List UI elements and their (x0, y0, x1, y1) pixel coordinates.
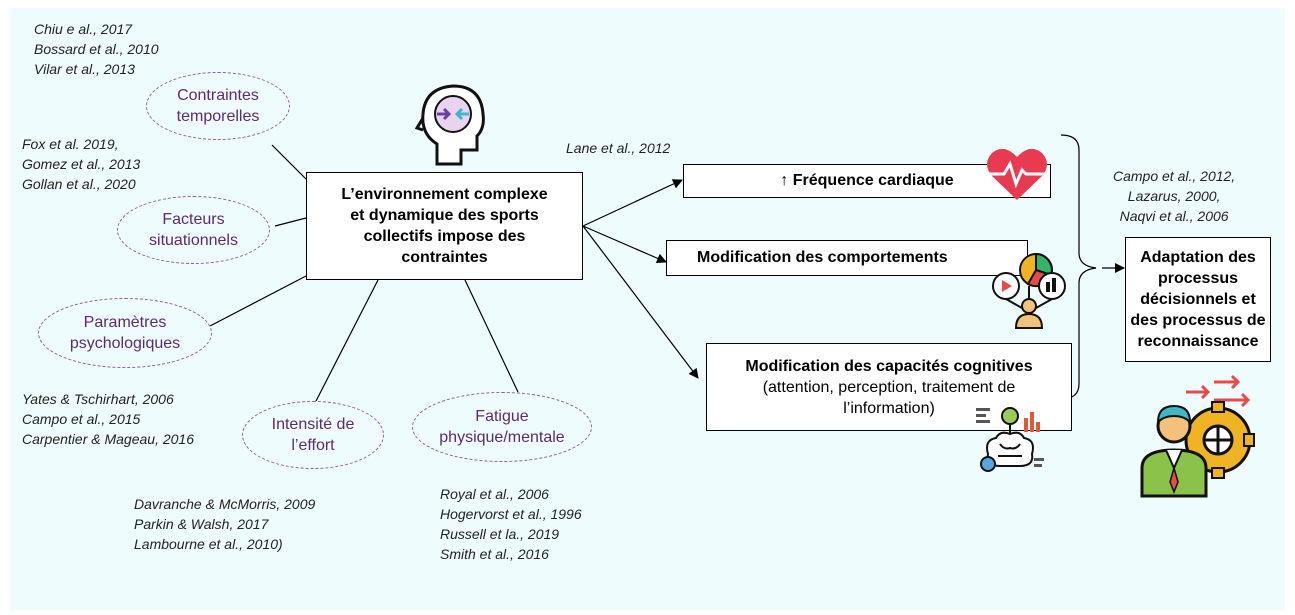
line-temporal (271, 144, 308, 181)
central-box: L’environnement complexe et dynamique de… (306, 172, 583, 280)
person-gear-icon (1140, 374, 1255, 498)
refs-adaptation: Campo et al., 2012, Lazarus, 2000, Naqvi… (1113, 168, 1236, 224)
line-situational (274, 217, 307, 227)
arrow-behavior (582, 225, 667, 264)
effect-cognitive: Modification des capacités cognitives (a… (706, 343, 1072, 431)
line-effort (314, 279, 379, 404)
factor-temporal-constraints: Contraintes temporelles (146, 72, 290, 140)
refs-situational: Fox et al. 2019, Gomez et al., 2013 Goll… (22, 136, 141, 192)
grouping-brace (1060, 134, 1097, 400)
central-text: L’environnement complexe et dynamique de… (341, 186, 548, 266)
refs-psychological: Yates & Tschirhart, 2006 Campo et al., 2… (22, 391, 194, 447)
factor-label: Facteurs situationnels (149, 211, 238, 249)
factor-effort-intensity: Intensité de l’effort (242, 401, 384, 469)
effect-cardiac-text: ↑ Fréquence cardiaque (780, 172, 954, 189)
refs-cardiac: Lane et al., 2012 (566, 140, 671, 156)
factor-situational: Facteurs situationnels (117, 196, 270, 264)
diagram-canvas: Chiu e al., 2017 Bossard et al., 2010 Vi… (10, 8, 1285, 610)
factor-psychological: Paramètres psychologiques (38, 298, 212, 368)
effect-cognitive-title: Modification des capacités cognitives (745, 357, 1033, 375)
refs-effort: Davranche & McMorris, 2009 Parkin & Wals… (134, 496, 316, 552)
outcome-text: Adaptation des processus décisionnels et… (1130, 249, 1266, 350)
arrow-cardiac (582, 179, 683, 227)
line-psychological (209, 275, 307, 327)
factor-label: Intensité de l’effort (271, 416, 355, 454)
factor-label: Contraintes temporelles (176, 87, 260, 125)
effect-behavior-text: Modification des comportements (697, 249, 948, 266)
factor-fatigue: Fatigue physique/mentale (412, 392, 592, 462)
line-fatigue (464, 279, 519, 393)
head-arrows-icon (415, 84, 485, 166)
behavior-chart-icon (992, 252, 1066, 329)
outcome-box: Adaptation des processus décisionnels et… (1125, 237, 1271, 362)
arrow-cognitive (582, 225, 699, 379)
refs-fatigue: Royal et al., 2006 Hogervorst et al., 19… (440, 486, 582, 562)
effect-cognitive-detail: (attention, perception, traitement de l’… (762, 378, 1016, 417)
effect-behavior: Modification des comportements (666, 240, 1028, 276)
factor-label: Paramètres psychologiques (69, 314, 181, 352)
refs-temporal: Chiu e al., 2017 Bossard et al., 2010 Vi… (34, 21, 159, 77)
connector-lines (209, 134, 1125, 404)
factor-label: Fatigue physique/mentale (439, 408, 565, 446)
heart-pulse-icon (987, 148, 1047, 200)
brain-network-icon (976, 407, 1044, 472)
